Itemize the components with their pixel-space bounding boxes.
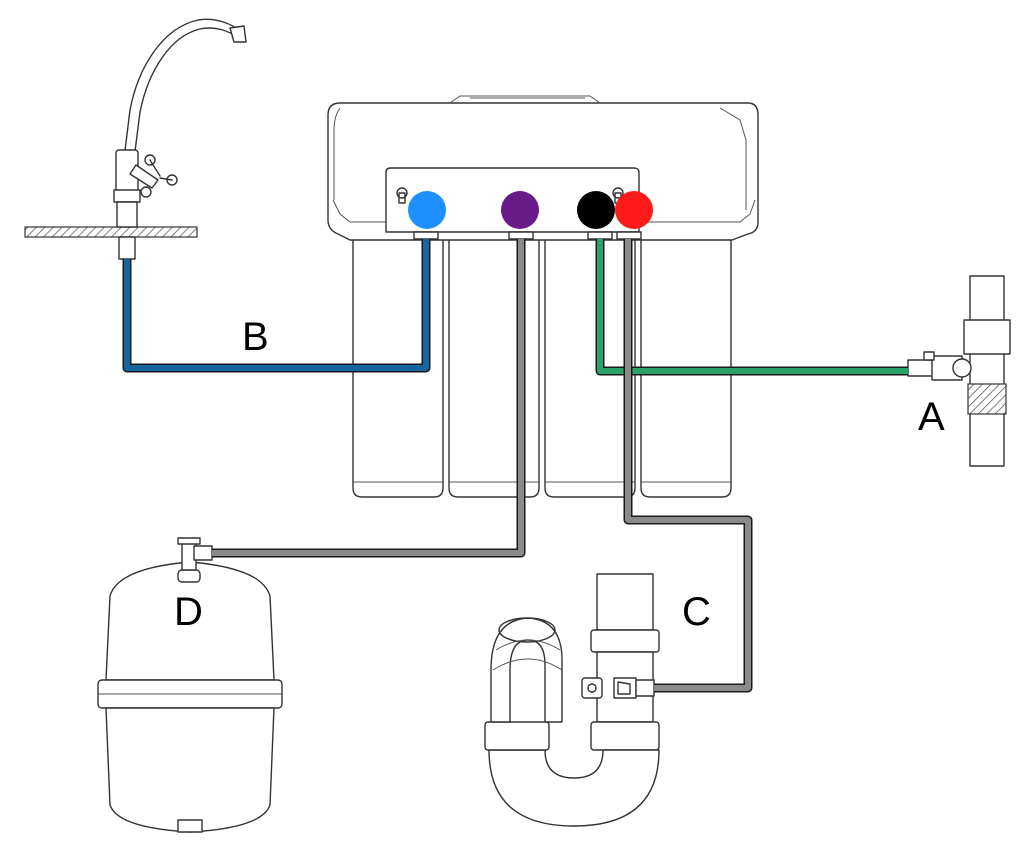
label-b: B [242, 315, 269, 359]
label-d: D [174, 590, 203, 634]
ro-filter-unit [327, 95, 759, 498]
tube-d-tank-line [212, 239, 526, 558]
storage-tank [97, 537, 283, 833]
countertop [24, 226, 198, 238]
faucet [113, 18, 247, 260]
drain-trap [484, 573, 660, 827]
tube-b-faucet-line [122, 239, 431, 373]
port-red-marker [615, 191, 653, 229]
port-light-blue-marker [408, 191, 446, 229]
label-a: A [918, 395, 945, 439]
port-black-marker [577, 191, 615, 229]
tube-c-drain-line [623, 239, 753, 693]
label-c: C [682, 590, 711, 634]
cold-water-supply-pipe [907, 275, 1011, 467]
port-purple-marker [501, 191, 539, 229]
tube-a-supply-line [595, 239, 908, 376]
